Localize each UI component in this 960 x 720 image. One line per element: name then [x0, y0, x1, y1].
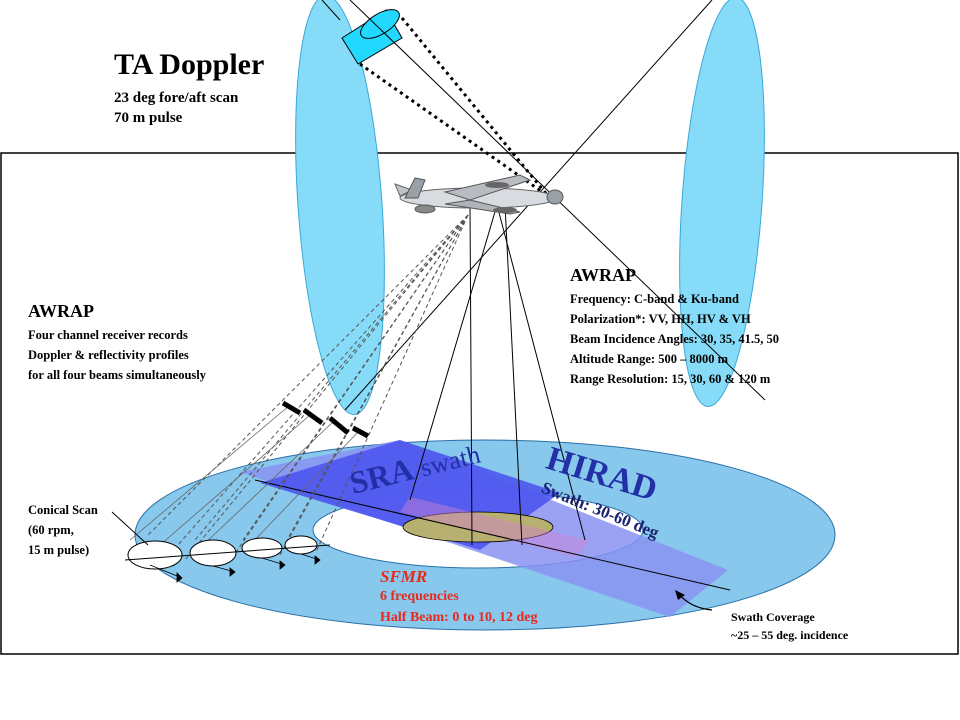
awrap-conical-beams: [147, 214, 469, 561]
awrap-frequency-text: Frequency: C-band & Ku-band: [570, 292, 739, 306]
swath-coverage-arrow: [675, 590, 713, 611]
awrap-left-title: AWRAP: [28, 301, 94, 321]
nadir-line-3: [409, 204, 498, 501]
ta-doppler-title: TA Doppler: [114, 48, 265, 81]
ta-doppler-antenna: [341, 9, 403, 65]
awrap-range-res-text: Range Resolution: 15, 30, 60 & 120 m: [570, 372, 771, 386]
frame-box: [0, 152, 959, 655]
nadir-line-4: [496, 204, 586, 541]
sfmr-frequencies-text: 6 frequencies: [380, 589, 459, 604]
beam-thin-line-3: [321, 0, 341, 21]
ta-doppler-pulse-text: 70 m pulse: [114, 110, 183, 126]
swath-coverage-line1: Swath Coverage: [731, 610, 815, 624]
aircraft: [394, 174, 564, 215]
sfmr-title: SFMR: [380, 567, 428, 586]
awrap-footprint-arrows: [149, 553, 321, 583]
conical-scan-line3: 15 m pulse): [28, 543, 90, 557]
awrap-altitude-text: Altitude Range: 500 – 8000 m: [570, 352, 728, 366]
awrap-left-line3: for all four beams simultaneously: [28, 368, 207, 382]
ta-doppler-beam-right: [679, 0, 765, 408]
sfmr-patch: [402, 511, 554, 543]
antenna-dotted-line-2: [359, 62, 549, 198]
antenna-dotted-line-1: [400, 17, 550, 197]
awrap-footprints: [127, 535, 318, 570]
awrap-left-line2: Doppler & reflectivity profiles: [28, 348, 189, 362]
awrap-solid-lines: [129, 404, 361, 549]
nadir-line-1: [469, 204, 473, 546]
awrap-left-line1: Four channel receiver records: [28, 328, 188, 342]
swath-centerline: [254, 479, 731, 591]
conical-scan-line1: Conical Scan: [28, 503, 98, 517]
sfmr-half-beam-text: Half Beam: 0 to 10, 12 deg: [380, 610, 538, 625]
conical-scan-pointer: [111, 511, 149, 546]
ta-doppler-scan-text: 23 deg fore/aft scan: [114, 90, 239, 106]
swath-coverage-line2: ~25 – 55 deg. incidence: [731, 628, 849, 642]
awrap-incidence-text: Beam Incidence Angles: 30, 35, 41.5, 50: [570, 332, 780, 346]
awrap-right-title: AWRAP: [570, 265, 636, 285]
conical-scan-line2: (60 rpm,: [28, 523, 74, 537]
footprint-baseline: [124, 544, 331, 561]
awrap-polarization-text: Polarization*: VV, HH, HV & VH: [570, 312, 751, 326]
ta-doppler-beam-left: [295, 0, 385, 416]
nadir-line-2: [504, 204, 523, 546]
sfmr-swath: [400, 497, 590, 557]
